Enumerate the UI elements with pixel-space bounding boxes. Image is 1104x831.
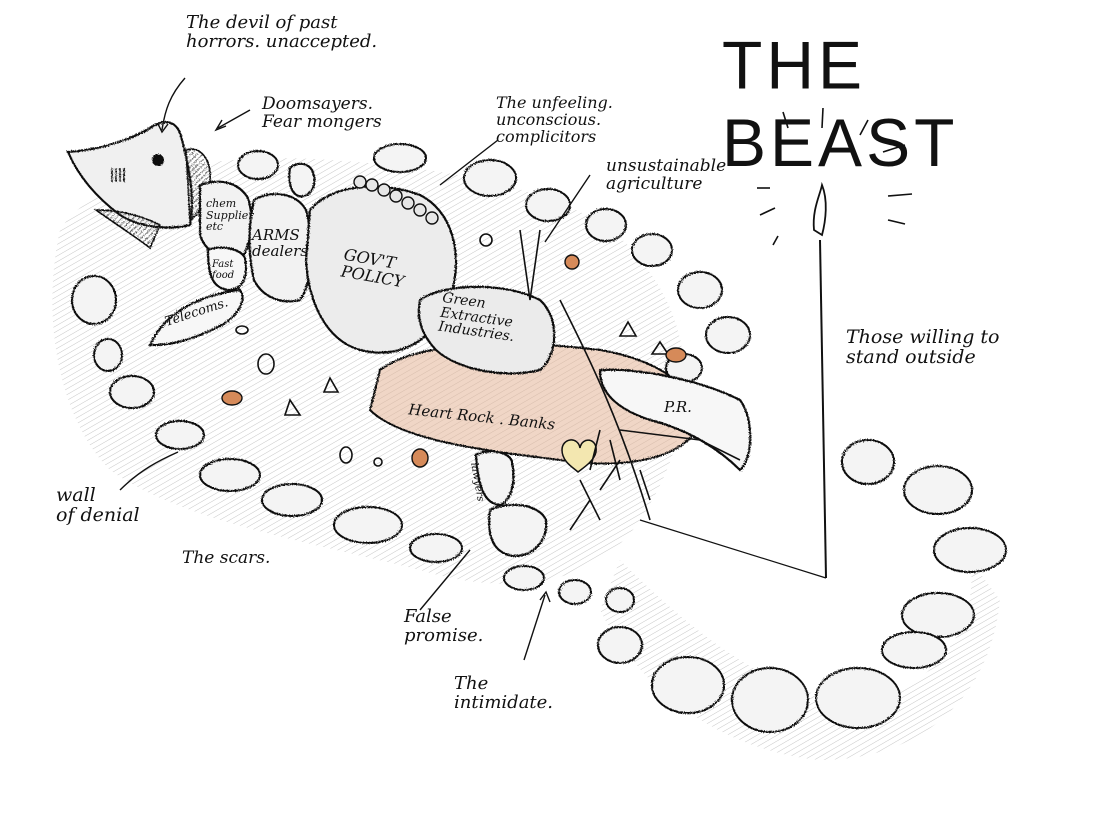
- stone-false-promise: [488, 503, 548, 558]
- devil-head: [66, 121, 211, 250]
- stone-label-fast-food: Fast food: [212, 259, 235, 281]
- label-agriculture: unsustainable agriculture: [606, 156, 727, 194]
- stone-label-arms: ARMS dealers: [252, 226, 308, 260]
- label-intimidate: The intimidate.: [454, 673, 554, 713]
- heart-icon: [561, 439, 597, 474]
- label-unfeeling: The unfeeling. unconscious. complicitors: [496, 93, 613, 146]
- annotation-arrows: [119, 77, 591, 661]
- stone-green: [417, 285, 556, 375]
- stone-label-pr: P.R.: [664, 398, 692, 416]
- stone-fast-food: [206, 246, 247, 292]
- stone-doom: [288, 162, 316, 198]
- page-title: THE BEAST: [722, 27, 959, 181]
- torch: [639, 107, 913, 579]
- label-doomsayers: Doomsayers. Fear mongers: [262, 94, 382, 132]
- orange-pebbles: [221, 254, 687, 468]
- stone-telecoms: [148, 288, 244, 347]
- label-devil: The devil of past horrors. unaccepted.: [186, 12, 378, 52]
- label-scars: The scars.: [182, 548, 271, 568]
- stone-lawyers: [474, 450, 515, 507]
- label-false-promise: False promise.: [404, 606, 484, 646]
- complicitor-chain: [353, 175, 439, 225]
- stone-label-chem: chem Supplier etc: [206, 197, 254, 234]
- pebbles: [235, 233, 670, 467]
- wall-of-denial-stones: [71, 143, 1007, 733]
- stone-pr: [598, 368, 752, 472]
- label-wall-of-denial: wall of denial: [56, 484, 140, 526]
- label-outside: Those willing to stand outside: [846, 326, 1000, 368]
- stone-arms: [248, 193, 312, 303]
- beast-stones: [148, 162, 752, 558]
- agriculture-spikes: [519, 229, 741, 531]
